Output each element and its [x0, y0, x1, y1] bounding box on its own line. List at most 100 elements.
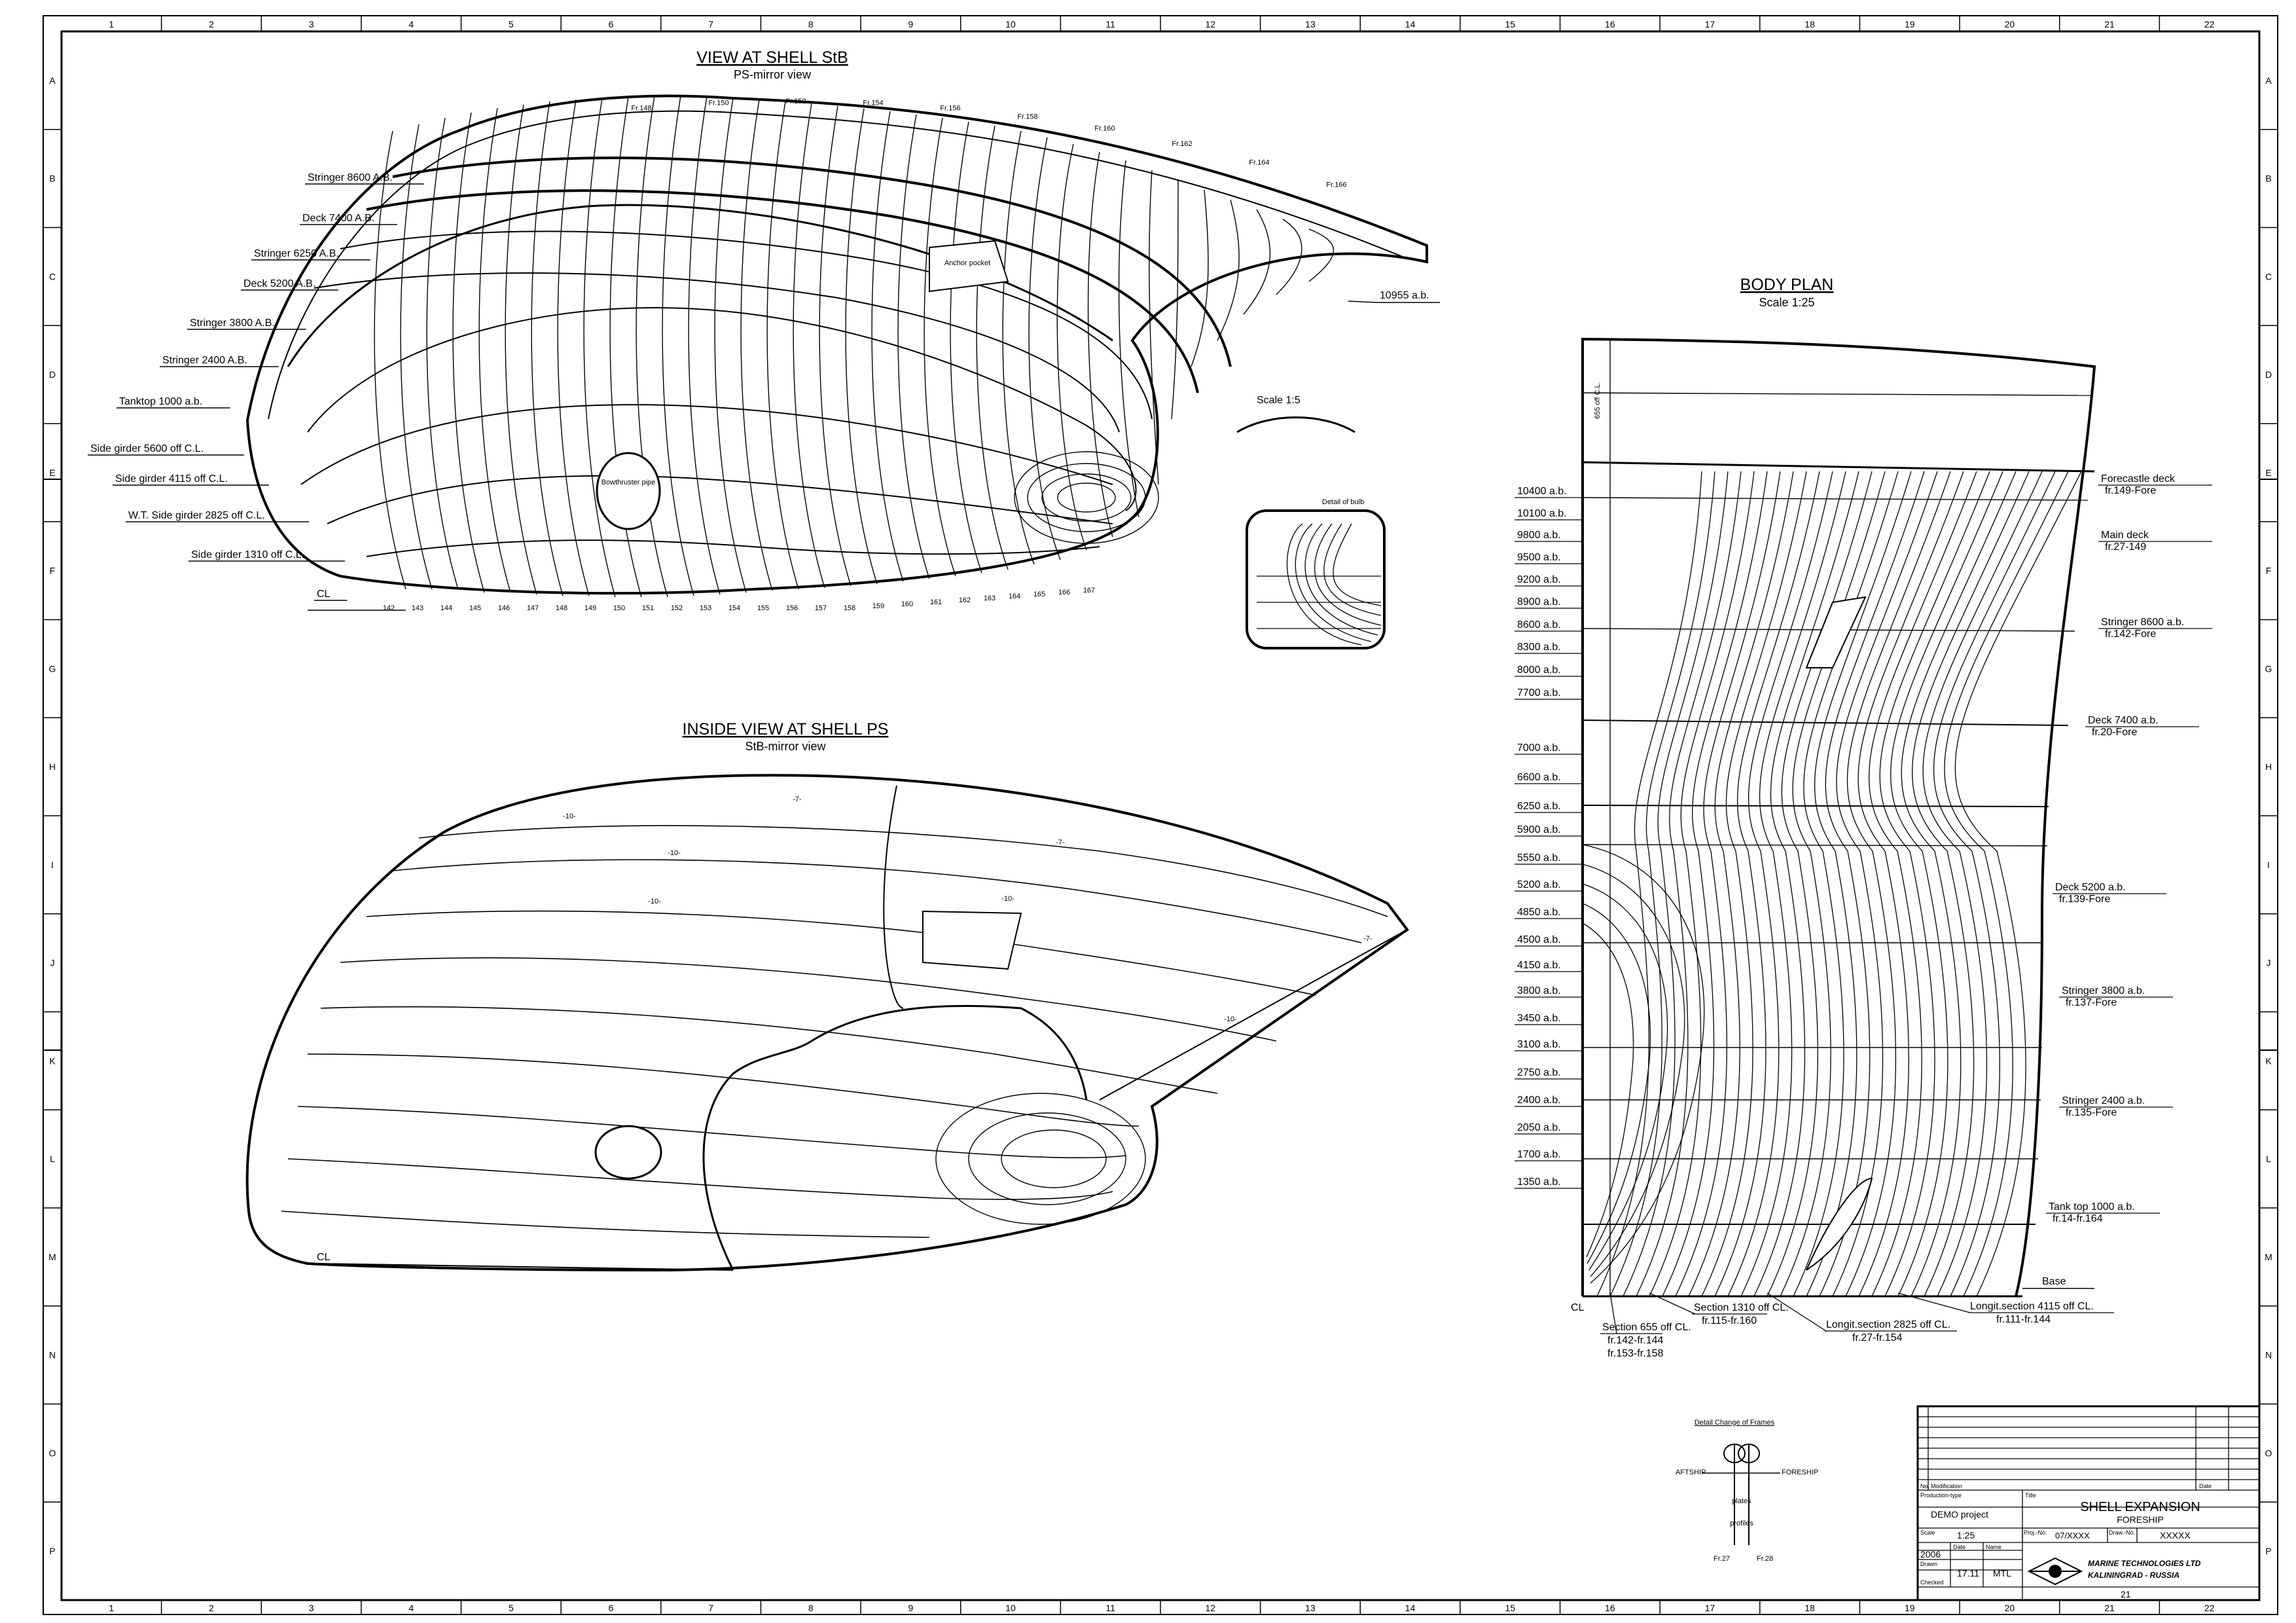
grid-col-bottom-1: 1: [109, 1603, 114, 1613]
level-label-10: 7000 a.b.: [1517, 742, 1561, 754]
level-label-19: 3800 a.b.: [1517, 985, 1561, 996]
level-label-26: 1350 a.b.: [1517, 1176, 1561, 1188]
grid-row-left-E: E: [49, 467, 55, 478]
anchor-pocket-shape: [929, 240, 1009, 293]
tb-date-label: Date: [1953, 1544, 1965, 1550]
grid-row-left-J: J: [50, 958, 55, 968]
right-label-2-title: Stringer 8600 a.b.: [2101, 617, 2184, 628]
view-shell-left-labels: Stringer 8600 A.B.Deck 7400 A.B.Stringer…: [88, 172, 424, 611]
body-plan-level-labels: 10400 a.b.10100 a.b.9800 a.b.9500 a.b.92…: [1515, 486, 1583, 1189]
grid-col-bottom-11: 11: [1105, 1603, 1115, 1613]
level-label-23: 2400 a.b.: [1517, 1095, 1561, 1106]
tb-projno: 07/XXXX: [2055, 1531, 2090, 1541]
frame-bottom-144: 144: [440, 604, 452, 612]
grid-col-bottom-20: 20: [2005, 1603, 2015, 1613]
tb-name: MTL: [1993, 1568, 2011, 1578]
frame-top-8: Fr.164: [1249, 159, 1269, 167]
view-at-shell-stb: VIEW AT SHELL StB PS-mirror view: [88, 48, 1440, 649]
thickness-mark-6: -10-: [1224, 1015, 1237, 1023]
grid-row-left-I: I: [51, 860, 54, 870]
grid-row-right-C: C: [2265, 271, 2272, 282]
detail-change-of-frames: Detail Change of Frames AFTSHIP FORESHIP…: [1676, 1419, 1818, 1563]
body-plan-title: BODY PLAN: [1740, 276, 1834, 294]
level-label-18: 4150 a.b.: [1517, 960, 1561, 971]
frame-bottom-167: 167: [1083, 587, 1095, 594]
frame-top-3: Fr.154: [863, 100, 883, 107]
view-shell-label-1: Deck 7400 A.B.: [302, 213, 374, 224]
frame-bottom-160: 160: [901, 600, 913, 608]
right-label-4-title: Deck 5200 a.b.: [2055, 882, 2126, 893]
grid-col-top-14: 14: [1405, 19, 1416, 29]
grid-col-bottom-2: 2: [209, 1603, 214, 1613]
right-label-5-frames: fr.137-Fore: [2066, 997, 2117, 1008]
frame-bottom-166: 166: [1058, 589, 1070, 596]
frame-bottom-158: 158: [844, 604, 855, 612]
tb-projno-label: Proj.-No.: [2024, 1529, 2047, 1536]
grid-row-right-O: O: [2265, 1448, 2272, 1458]
grid-row-right-K: K: [2265, 1055, 2272, 1066]
grid-row-right-N: N: [2265, 1350, 2272, 1360]
grid-col-bottom-8: 8: [808, 1603, 814, 1613]
frame-bottom-145: 145: [469, 604, 481, 612]
tb-drawn-label: Drawn: [1920, 1561, 1937, 1567]
grid-col-top-3: 3: [309, 19, 314, 29]
level-label-12: 6250 a.b.: [1517, 801, 1561, 812]
thickness-mark-3: -10-: [668, 849, 681, 857]
level-label-11: 6600 a.b.: [1517, 772, 1561, 783]
tb-drawno: XXXXX: [2160, 1530, 2191, 1541]
frame-bottom-165: 165: [1033, 591, 1045, 598]
grid-col-top-5: 5: [509, 19, 514, 29]
fr-left-label: Fr.27: [1713, 1555, 1730, 1563]
grid-col-bottom-16: 16: [1605, 1603, 1615, 1613]
frame-bottom-163: 163: [984, 594, 996, 602]
level-label-9: 7700 a.b.: [1517, 687, 1561, 699]
grid-col-bottom-7: 7: [708, 1603, 713, 1613]
bottom-label-1-frames: fr.142-fr.144: [1607, 1335, 1663, 1346]
grid-col-bottom-6: 6: [609, 1603, 614, 1613]
grid-col-top-12: 12: [1206, 19, 1216, 29]
grid-col-bottom-17: 17: [1705, 1603, 1715, 1613]
scale-label: Scale 1:5: [1257, 395, 1300, 406]
grid-col-top-10: 10: [1005, 19, 1016, 29]
tb-company1: MARINE TECHNOLOGIES LTD: [2088, 1559, 2201, 1568]
tb-name-label: Name: [1986, 1544, 2001, 1550]
frame-bottom-150: 150: [613, 604, 625, 612]
level-label-1: 10100 a.b.: [1517, 508, 1567, 519]
frame-bottom-146: 146: [498, 604, 510, 612]
inside-view-shell-ps: INSIDE VIEW AT SHELL PS StB-mirror view …: [245, 720, 1409, 1272]
frame-bottom-143: 143: [412, 604, 423, 612]
level-label-24: 2050 a.b.: [1517, 1122, 1561, 1133]
frame-top-2: Fr.152: [785, 98, 806, 105]
inside-view-cl-label: CL: [317, 1252, 331, 1263]
body-plan-outline: [1581, 337, 2096, 1297]
tb-mod-label: Modification: [1931, 1483, 1962, 1489]
grid-col-bottom-13: 13: [1305, 1603, 1316, 1613]
view-shell-label-3: Deck 5200 A.B.: [243, 278, 315, 289]
inside-view-thickness-marks: -7--7--10--10--10--10--10--7-: [563, 795, 1372, 1023]
profiles-label: profiles: [1730, 1520, 1753, 1527]
grid-row-right-P: P: [2265, 1546, 2271, 1556]
grid-col-top-1: 1: [109, 19, 114, 29]
grid-row-right-J: J: [2267, 958, 2271, 968]
aftship-label: AFTSHIP: [1676, 1468, 1706, 1476]
grid-row-right-I: I: [2267, 860, 2270, 870]
inside-opening: [922, 910, 1022, 970]
frame-bottom-159: 159: [872, 602, 884, 610]
grid-col-top-15: 15: [1505, 19, 1515, 29]
level-label-22: 2750 a.b.: [1517, 1067, 1561, 1078]
tb-title: SHELL EXPANSION: [2080, 1500, 2200, 1514]
tb-scale: 1:25: [1957, 1530, 1975, 1541]
fr-right-label: Fr.28: [1757, 1555, 1773, 1563]
outer-frame: [43, 15, 2278, 1615]
body-plan-bottom-labels: Section 655 off CL. fr.142-fr.144 fr.153…: [1600, 1292, 2114, 1359]
frame-bottom-153: 153: [700, 604, 711, 612]
frame-top-4: Fr.156: [940, 104, 960, 112]
right-label-0-title: Forecastle deck: [2101, 473, 2176, 484]
grid-col-top-18: 18: [1804, 19, 1815, 29]
view-shell-label-4: Stringer 3800 A.B.: [190, 318, 275, 329]
body-plan-cl-label: CL: [1571, 1302, 1585, 1313]
inside-shell-outline: [245, 774, 1409, 1272]
